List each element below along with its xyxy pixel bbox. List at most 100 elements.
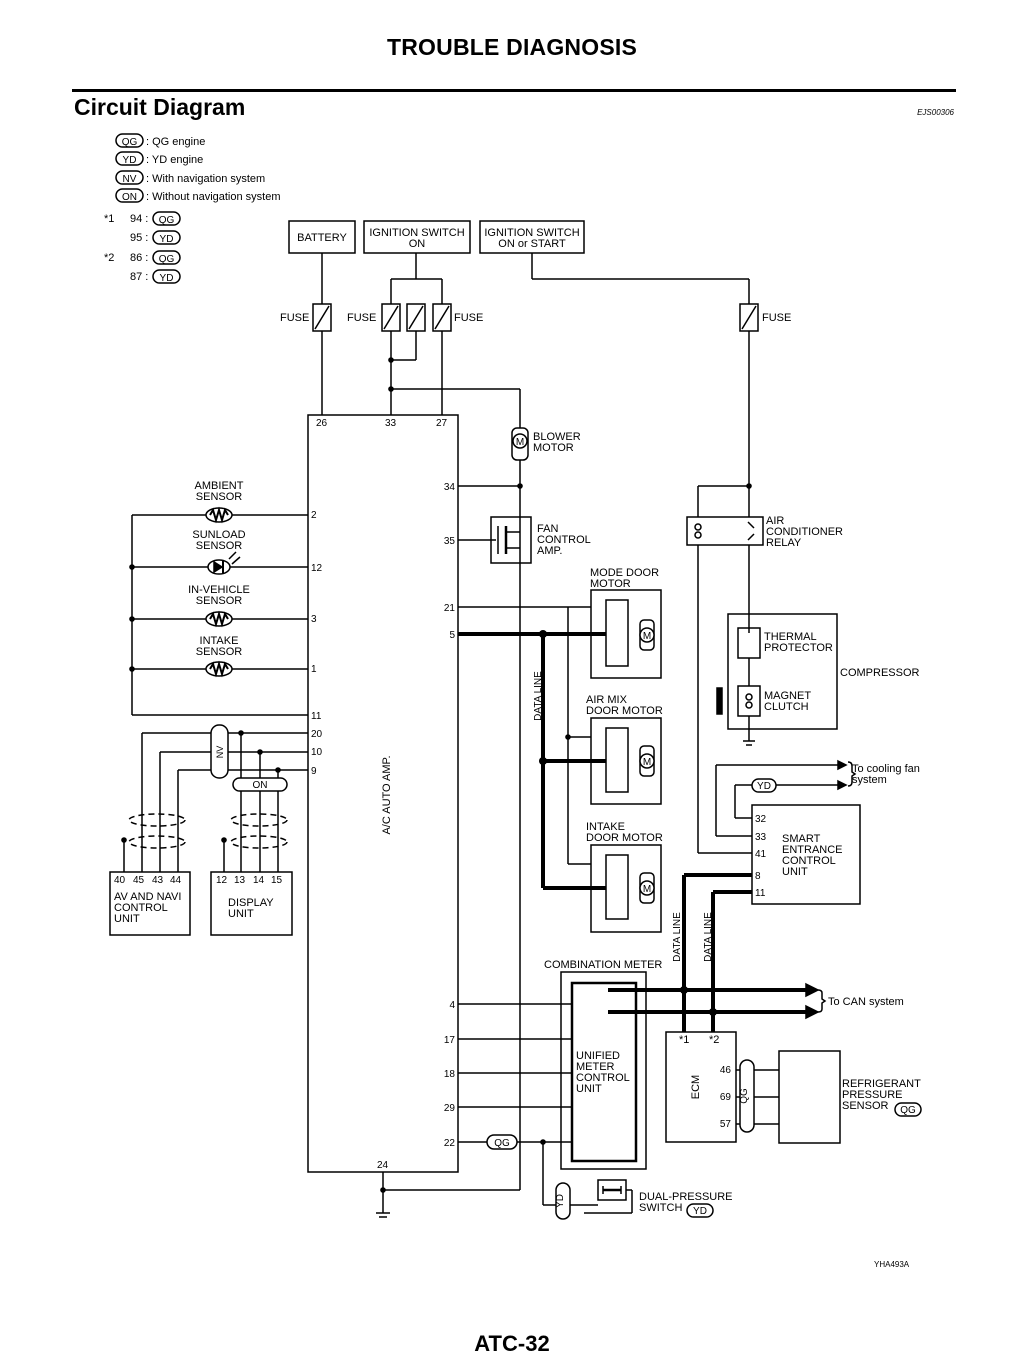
- display-pin-12: 12: [216, 875, 228, 886]
- ecm-pin-69: 69: [720, 1092, 732, 1103]
- intake-door-m: M: [643, 884, 651, 895]
- mode-door-label-1: MODE DOOR: [590, 567, 659, 579]
- mode-door-motor: [590, 589, 662, 679]
- smart-pin-8: 8: [755, 871, 761, 882]
- legend-on-desc: : Without navigation system: [146, 191, 281, 203]
- qg-connector-22: [486, 1134, 518, 1150]
- nv-connector: [210, 724, 229, 779]
- amp-pin-5: 5: [449, 630, 455, 641]
- legend-qg-tag: QG: [122, 137, 138, 148]
- air-mix-door-motor: [590, 717, 662, 805]
- ambient-sensor: [205, 506, 233, 524]
- intake-sensor-label-2: SENSOR: [196, 646, 243, 658]
- amp-pin-35: 35: [444, 536, 456, 547]
- data-line-label-3: DATA LINE: [703, 912, 714, 962]
- amp-pin-10: 10: [311, 747, 323, 758]
- ecm-label: ECM: [690, 1075, 702, 1099]
- yd-tag-dual: YD: [555, 1194, 566, 1208]
- blower-m: M: [516, 437, 524, 448]
- battery-label: BATTERY: [297, 232, 347, 244]
- legend-yd-tag-95: YD: [160, 234, 174, 245]
- av-pin-40: 40: [114, 875, 126, 886]
- combination-meter: [560, 971, 647, 1170]
- fuse-label-4: FUSE: [762, 312, 791, 324]
- fuse-label-2: FUSE: [347, 312, 376, 324]
- amp-pin-22: 22: [444, 1138, 456, 1149]
- sunload-label-2: SENSOR: [196, 540, 243, 552]
- umcu-label-4: UNIT: [576, 1083, 602, 1095]
- relay-label-3: RELAY: [766, 537, 802, 549]
- av-pin-45: 45: [133, 875, 145, 886]
- refrig-label-1: REFRIGERANT: [842, 1078, 921, 1090]
- amp-pin-9: 9: [311, 766, 317, 777]
- display-pin-14: 14: [253, 875, 265, 886]
- yd-tag-cooling: YD: [757, 781, 771, 792]
- relay-coil: [694, 523, 702, 539]
- ign-on-label-2: ON: [409, 238, 426, 250]
- fuse-relay: [739, 303, 759, 332]
- sunload-sensor: [207, 551, 241, 575]
- qg-tag-refrig: [894, 1102, 922, 1117]
- qg-tag-ecm: QG: [739, 1088, 750, 1104]
- data-line-label-1: DATA LINE: [533, 671, 544, 721]
- legend-note2-a: 86 :: [130, 252, 148, 264]
- mode-door-m: M: [643, 631, 651, 642]
- smart-pin-41: 41: [755, 849, 767, 860]
- ecm-note1: *1: [679, 1034, 689, 1046]
- av-unit-label-3: UNIT: [114, 913, 140, 925]
- amp-pin-12: 12: [311, 563, 323, 574]
- av-unit-label-1: AV AND NAVI: [114, 891, 181, 903]
- blower-label-2: MOTOR: [533, 442, 574, 454]
- air-mix-m: M: [643, 757, 651, 768]
- in-vehicle-label-2: SENSOR: [196, 595, 243, 607]
- legend-qg-tag-94: QG: [159, 215, 175, 226]
- legend-qg-tag-86: QG: [159, 254, 175, 265]
- legend-note2-b: 87 :: [130, 271, 148, 283]
- fuse-label-3: FUSE: [454, 312, 483, 324]
- ac-auto-amp-label: A/C AUTO AMP.: [381, 755, 393, 834]
- ambient-label-2: SENSOR: [196, 491, 243, 503]
- legend-note1-b: 95 :: [130, 232, 148, 244]
- amp-pin-2: 2: [311, 510, 317, 521]
- shield-av: [128, 813, 186, 849]
- ground-clutch: [743, 740, 755, 746]
- fuse-ign-1: [381, 303, 401, 332]
- can-label: To CAN system: [828, 996, 904, 1008]
- qg-tag-22: QG: [494, 1138, 510, 1149]
- amp-pin-17: 17: [444, 1035, 456, 1046]
- compressor-box: [727, 613, 838, 730]
- blower-label-1: BLOWER: [533, 431, 581, 443]
- amp-pin-29: 29: [444, 1103, 456, 1114]
- intake-door-label-1: INTAKE: [586, 821, 625, 833]
- display-pin-15: 15: [271, 875, 283, 886]
- display-pin-13: 13: [234, 875, 246, 886]
- junctions: [121, 357, 752, 1193]
- smart-pin-33: 33: [755, 832, 767, 843]
- av-pin-44: 44: [170, 875, 182, 886]
- display-unit: [210, 871, 293, 936]
- fuse-battery: [312, 303, 332, 332]
- clutch-label-2: CLUTCH: [764, 701, 809, 713]
- compressor-label: COMPRESSOR: [840, 667, 920, 679]
- data-line-door: [458, 632, 606, 890]
- legend-note1-a: 94 :: [130, 213, 148, 225]
- smart-label-4: UNIT: [782, 866, 808, 878]
- amp-pin-1: 1: [311, 664, 317, 675]
- yd-connector-dual: [555, 1182, 571, 1220]
- data-line-label-2: DATA LINE: [672, 912, 683, 962]
- amp-pin-3: 3: [311, 614, 317, 625]
- legend-nv-tag: NV: [123, 174, 137, 185]
- title-rule: [72, 89, 956, 92]
- display-unit-label-2: UNIT: [228, 908, 254, 920]
- display-unit-label-1: DISPLAY: [228, 897, 274, 909]
- amp-pin-27: 27: [436, 418, 448, 429]
- smart-pin-11: 11: [755, 888, 766, 899]
- amp-pin-33: 33: [385, 418, 397, 429]
- ground-amp: [376, 1212, 390, 1218]
- legend-on-tag: ON: [122, 192, 137, 203]
- intake-door-label-2: DOOR MOTOR: [586, 832, 663, 844]
- thermal-label-2: PROTECTOR: [764, 642, 833, 654]
- relay-label-2: CONDITIONER: [766, 526, 843, 538]
- av-navi-unit: [109, 871, 191, 936]
- amp-pin-4: 4: [449, 1000, 455, 1011]
